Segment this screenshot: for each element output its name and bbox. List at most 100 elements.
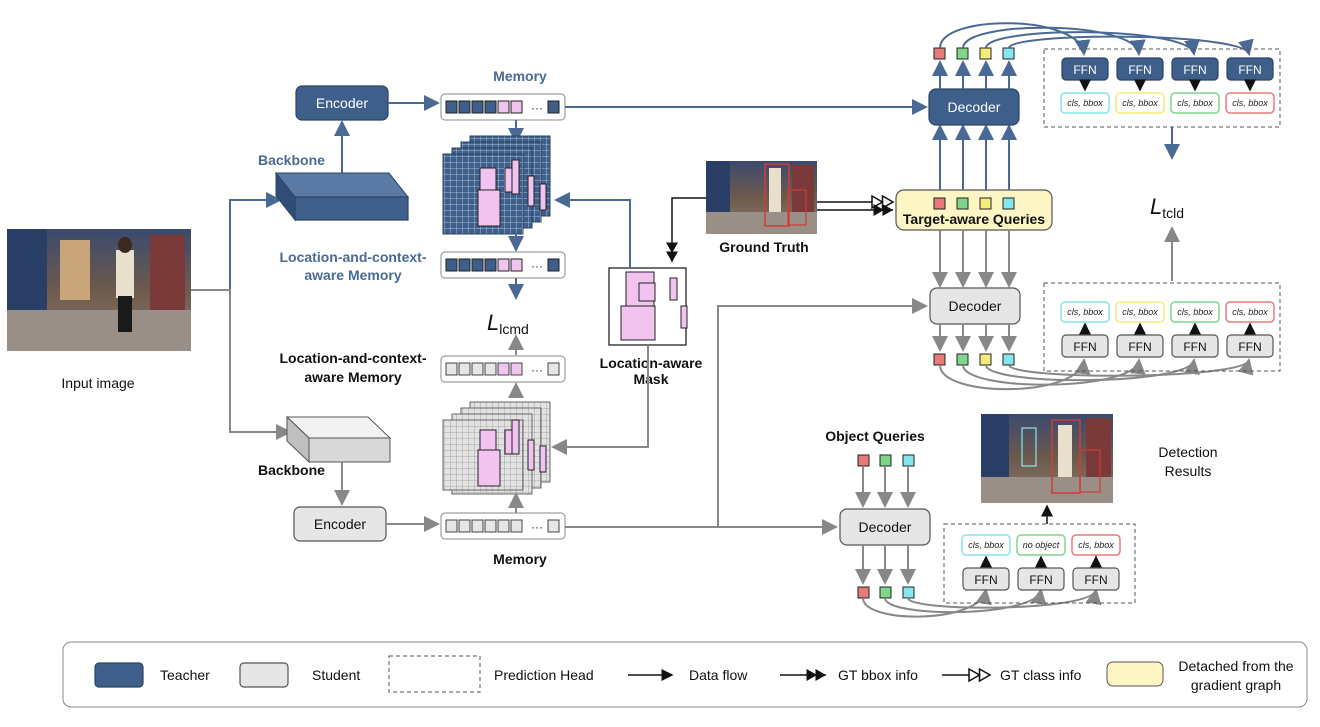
curve-teacher-2 xyxy=(962,26,1146,56)
student-backbone-label: Backbone xyxy=(258,462,325,478)
student-aux-cls-4: cls, bbox xyxy=(1232,307,1268,317)
teacher-cls-4: cls, bbox xyxy=(1232,98,1268,108)
curve-main-2 xyxy=(884,588,1047,614)
legend-prediction-head-label: Prediction Head xyxy=(494,667,594,683)
main-ffn-2: FFN xyxy=(1029,573,1052,587)
curve-student-1 xyxy=(939,358,1091,391)
curve-main-3 xyxy=(907,588,1102,609)
student-aux-prediction-head xyxy=(1043,282,1281,372)
legend-prediction-head-swatch xyxy=(388,655,481,693)
student-memory-bar: ··· xyxy=(440,512,566,540)
legend-gt-bbox-label: GT bbox info xyxy=(838,667,918,683)
teacher-decoder-output-tokens xyxy=(933,47,1015,60)
curve-teacher-3 xyxy=(985,31,1200,56)
student-aux-output-tokens xyxy=(933,353,1015,366)
teacher-lc-memory-dots: ··· xyxy=(531,259,543,273)
student-main-ffn-row: cls, bbox no object cls, bbox FFN FFN FF… xyxy=(961,534,1121,591)
legend-detached-label-2: gradient graph xyxy=(1191,677,1281,693)
student-lc-memory-label-2: aware Memory xyxy=(304,369,401,385)
student-aux-ffn-2: FFN xyxy=(1128,340,1151,354)
teacher-prediction-head xyxy=(1043,48,1281,128)
curve-student-3 xyxy=(985,358,1200,382)
loss-tcld-sub: tcld xyxy=(1162,205,1184,221)
location-mask-label-1: Location-aware xyxy=(600,355,703,371)
teacher-cls-3: cls, bbox xyxy=(1177,98,1213,108)
main-ffn-1: FFN xyxy=(974,573,997,587)
flow-input-to-teacher xyxy=(191,192,282,291)
loss-lcmd: Llcmd xyxy=(487,310,529,337)
student-lc-memory-bar: ··· xyxy=(440,355,566,383)
legend-teacher-swatch xyxy=(94,662,144,688)
teacher-ffn-1: FFN xyxy=(1073,63,1096,77)
teacher-memory-bar: ··· xyxy=(440,93,566,121)
teacher-ffn-3: FFN xyxy=(1183,63,1206,77)
ground-truth-image xyxy=(706,161,817,234)
main-ffn-3: FFN xyxy=(1084,573,1107,587)
teacher-lc-memory-label-1: Location-and-context- xyxy=(280,249,427,265)
legend-box xyxy=(62,641,1308,708)
student-memory-label: Memory xyxy=(493,551,547,567)
student-feature-maps xyxy=(442,401,551,495)
teacher-backbone xyxy=(274,171,410,222)
legend-student-swatch xyxy=(239,662,289,688)
curve-main-1 xyxy=(862,588,992,618)
detection-results-label-2: Results xyxy=(1165,463,1212,479)
legend-student-label: Student xyxy=(312,667,360,683)
teacher-memory-label: Memory xyxy=(493,68,547,84)
curve-student-2 xyxy=(962,358,1146,386)
student-aux-ffn-row: cls, bbox cls, bbox cls, bbox cls, bbox … xyxy=(1060,301,1275,358)
student-aux-cls-1: cls, bbox xyxy=(1067,307,1103,317)
loss-tcld-main: L xyxy=(1150,194,1162,219)
input-image-label: Input image xyxy=(61,375,134,391)
student-main-decoder-label: Decoder xyxy=(859,519,912,535)
student-aux-decoder xyxy=(929,287,1021,325)
legend-detached-label-1: Detached from the xyxy=(1178,658,1293,674)
legend-data-flow-label: Data flow xyxy=(689,667,748,683)
loss-lcmd-sub: lcmd xyxy=(499,321,529,337)
student-main-output-tokens xyxy=(857,586,915,599)
legend-detached-swatch xyxy=(1106,661,1164,687)
student-lc-memory-dots: ··· xyxy=(531,363,543,377)
teacher-cls-1: cls, bbox xyxy=(1067,98,1103,108)
object-queries-label: Object Queries xyxy=(825,428,925,444)
student-lc-memory-label-1: Location-and-context- xyxy=(280,350,427,366)
location-mask-label-2: Mask xyxy=(633,371,668,387)
teacher-decoder-label: Decoder xyxy=(948,99,1001,115)
teacher-lc-memory-bar: ··· xyxy=(440,251,566,279)
student-encoder-label: Encoder xyxy=(314,516,366,532)
teacher-cls-2: cls, bbox xyxy=(1122,98,1158,108)
teacher-ffn-row: FFN FFN FFN FFN cls, bbox cls, bbox cls,… xyxy=(1060,57,1275,114)
student-backbone xyxy=(285,415,392,464)
main-cls-1: cls, bbox xyxy=(968,540,1004,550)
input-image xyxy=(7,229,191,351)
teacher-backbone-label: Backbone xyxy=(258,152,325,168)
flow-mask-to-student-map xyxy=(551,345,649,455)
flow-input-to-student xyxy=(191,289,292,440)
student-aux-ffn-3: FFN xyxy=(1183,340,1206,354)
object-query-tokens xyxy=(857,454,915,467)
main-cls-3: cls, bbox xyxy=(1078,540,1114,550)
main-no-object: no object xyxy=(1023,540,1060,550)
teacher-ffn-4: FFN xyxy=(1238,63,1261,77)
student-main-prediction-head xyxy=(943,523,1136,604)
detection-result-image xyxy=(981,414,1113,503)
student-aux-cls-2: cls, bbox xyxy=(1122,307,1158,317)
student-aux-ffn-1: FFN xyxy=(1073,340,1096,354)
student-aux-decoder-label: Decoder xyxy=(949,298,1002,314)
teacher-encoder-label: Encoder xyxy=(316,95,368,111)
teacher-ffn-2: FFN xyxy=(1128,63,1151,77)
flow-gt-to-mask xyxy=(666,197,706,262)
flow-student-memory-to-aux-decoder xyxy=(717,298,928,527)
loss-lcmd-main: L xyxy=(487,310,499,335)
ground-truth-label: Ground Truth xyxy=(719,239,808,255)
target-aware-query-tokens xyxy=(933,197,1015,210)
student-aux-ffn-4: FFN xyxy=(1238,340,1261,354)
location-aware-mask xyxy=(608,267,688,346)
target-aware-queries-label: Target-aware Queries xyxy=(903,211,1045,227)
student-aux-cls-3: cls, bbox xyxy=(1177,307,1213,317)
curve-teacher-4 xyxy=(1008,35,1254,56)
legend-teacher-label: Teacher xyxy=(160,667,210,683)
loss-tcld: Ltcld xyxy=(1150,194,1184,221)
curve-teacher-1 xyxy=(939,22,1091,56)
flow-mask-to-teacher-map xyxy=(554,192,631,268)
